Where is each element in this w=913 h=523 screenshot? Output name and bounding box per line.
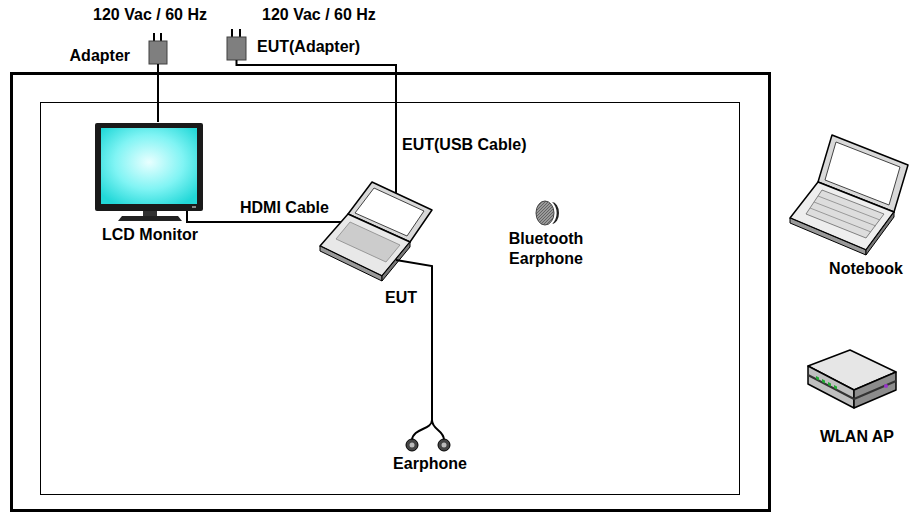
earbud	[438, 439, 450, 451]
router-led	[884, 384, 888, 388]
plug-prong	[153, 33, 155, 41]
monitor-screen	[101, 128, 197, 204]
table-frame	[12, 74, 770, 511]
device-node: 120 Vac / 60 HzAdapter	[149, 33, 167, 64]
plug-body	[149, 41, 167, 64]
monitor-button	[192, 206, 196, 208]
notebook-edge	[866, 212, 894, 255]
cable-line	[396, 260, 432, 412]
monitor-icon	[95, 123, 203, 221]
cable-line	[237, 60, 397, 193]
device-label: WLAN AP	[820, 428, 894, 446]
plug-prong	[160, 33, 162, 41]
device-label: EUT	[385, 289, 417, 307]
earpiece-rim	[552, 202, 559, 224]
earbud-center	[442, 443, 447, 448]
monitor-base	[118, 216, 182, 221]
laptop-edge	[320, 246, 382, 281]
earphone-cord	[432, 420, 444, 440]
supply-label: 120 Vac / 60 Hz	[262, 6, 376, 24]
earphone-icon	[406, 412, 450, 451]
plug-prong	[239, 29, 241, 37]
bluetooth-earphone-icon	[536, 201, 559, 225]
device-node: 120 Vac / 60 HzEUT(Adapter)	[227, 29, 246, 60]
router-band	[808, 375, 896, 399]
earbud	[406, 439, 418, 451]
device-node: LCD Monitor	[95, 122, 205, 222]
cable-label: EUT(USB Cable)	[400, 136, 528, 154]
device-label: Bluetooth Earphone	[496, 229, 596, 269]
device-node: Earphone	[404, 412, 460, 454]
laptop-icon	[320, 182, 432, 281]
router-icon	[808, 350, 896, 408]
laptop-base	[320, 214, 410, 276]
device-node: Bluetooth Earphone	[534, 198, 560, 230]
monitor-neck	[143, 211, 157, 216]
plug-body	[227, 37, 246, 60]
monitor-bezel	[95, 123, 203, 211]
device-label: Earphone	[393, 455, 467, 473]
router-leds	[816, 376, 837, 390]
cable-label: HDMI Cable	[238, 199, 331, 217]
earphone-cord	[412, 412, 432, 440]
device-label: EUT(Adapter)	[257, 38, 360, 56]
table-inner-frame	[41, 103, 740, 495]
notebook-edge	[790, 218, 866, 255]
plug-prong	[231, 29, 233, 37]
adapter-icon	[149, 33, 167, 64]
device-label: LCD Monitor	[102, 226, 198, 244]
notebook-icon	[790, 135, 908, 255]
cable-line	[157, 64, 159, 122]
earbud-center	[410, 443, 415, 448]
adapter-icon	[227, 29, 246, 60]
device-label: Notebook	[829, 260, 903, 278]
earpiece	[536, 201, 554, 225]
supply-label: 120 Vac / 60 Hz	[93, 6, 207, 24]
notebook-keys	[810, 196, 880, 232]
device-node: EUT	[318, 180, 433, 285]
device-node: WLAN AP	[806, 348, 898, 410]
laptop-keyboard	[336, 222, 400, 262]
device-label: Adapter	[70, 47, 130, 65]
device-node: Notebook	[788, 133, 910, 257]
